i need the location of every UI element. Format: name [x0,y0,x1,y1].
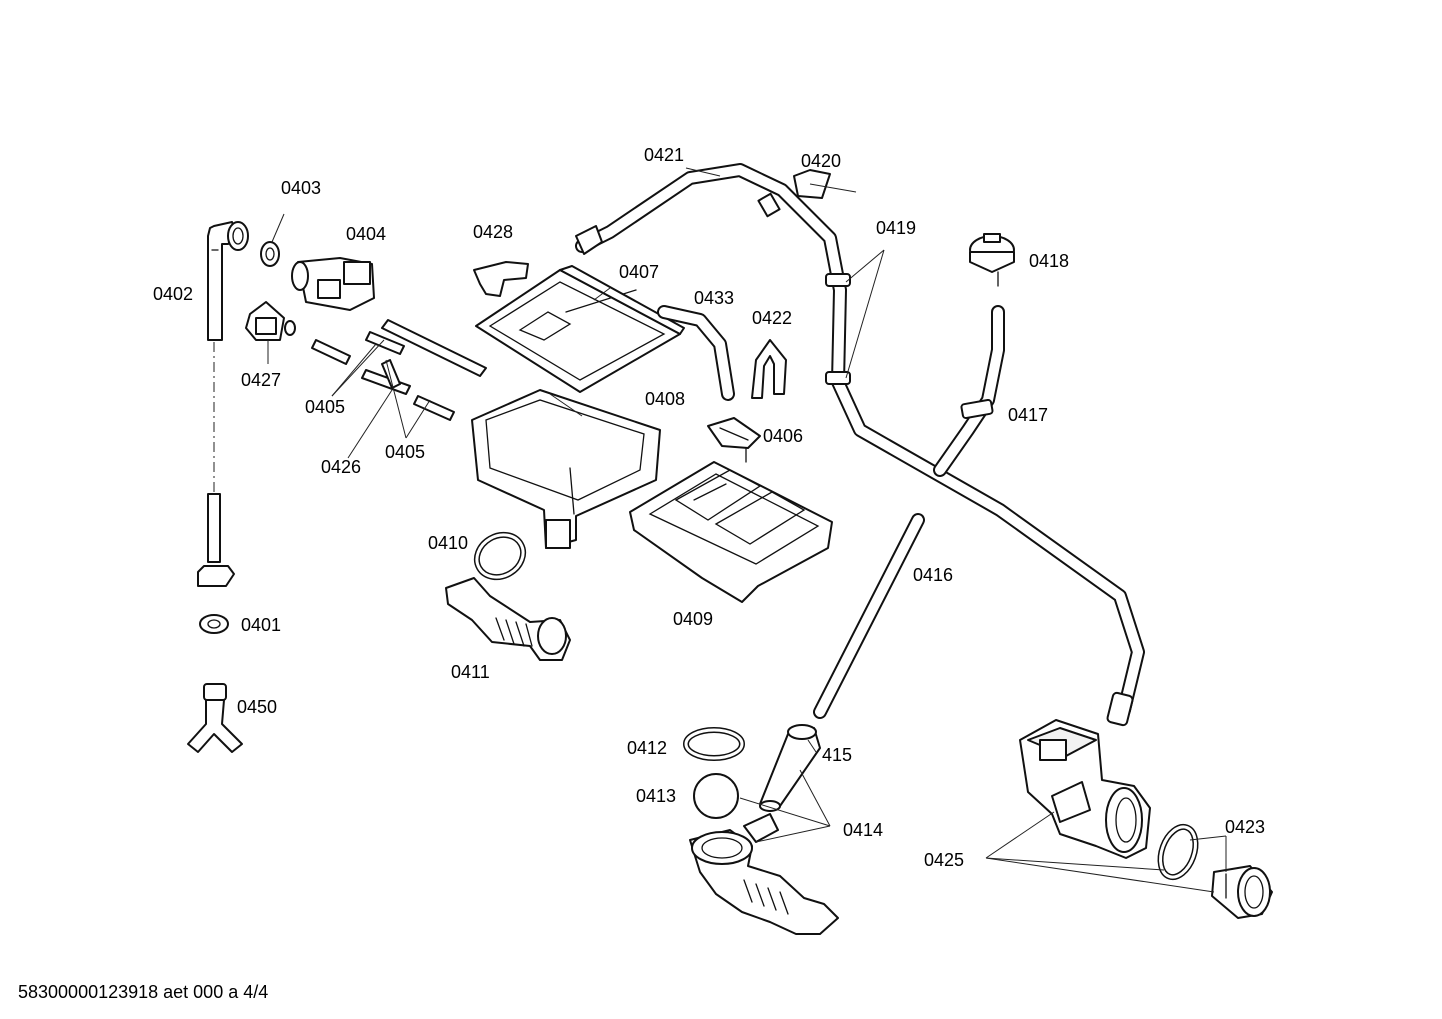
label-0406: 0406 [763,426,803,446]
part-0406-insert [707,417,761,463]
part-0409-detergent-drawer [629,461,833,603]
label-0402: 0402 [153,284,193,304]
label-0433: 0433 [694,288,734,308]
part-0403-seal [260,241,280,267]
part-0426-t-piece [361,359,411,395]
label-0420: 0420 [801,151,841,171]
label-0417: 0417 [1008,405,1048,425]
part-0419-hose-clips [825,273,851,385]
label-0413: 0413 [636,786,676,806]
part-0408-dispenser-housing [471,389,661,549]
part-0413-ball [693,773,739,819]
label-0423: 0423 [1225,817,1265,837]
part-0402-inlet-hose [197,221,249,587]
label-0426: 0426 [321,457,361,477]
part-0427-inlet-valve [245,301,296,341]
label-0409: 0409 [673,609,713,629]
label-0405-a: 0405 [305,397,345,417]
part-0428-clip [473,261,529,297]
part-0418-pressure-switch [969,233,1015,287]
part-0415-air-chamber [759,724,821,812]
label-0408: 0408 [645,389,685,409]
part-0401-washer [199,614,229,634]
label-415: 415 [822,745,852,765]
label-0427: 0427 [241,370,281,390]
part-0404-inlet-valve [291,257,375,311]
part-0425-filter [1211,865,1273,919]
part-0411-bellows-hose [445,577,571,661]
label-0450: 0450 [237,697,277,717]
label-0416: 0416 [913,565,953,585]
part-0412-ring [683,727,745,761]
part-labels: 0403 0404 0402 0427 0405 0426 0405 0428 … [153,145,1265,870]
part-0417-pressure-tube [933,305,1005,477]
label-0403: 0403 [281,178,321,198]
label-0419: 0419 [876,218,916,238]
label-0411: 0411 [451,662,490,682]
label-0405-b: 0405 [385,442,425,462]
label-0410: 0410 [428,533,468,553]
part-0450-y-connector [187,683,243,753]
part-0416-tube [813,513,925,719]
part-0420-hose-clamp [757,169,831,218]
label-0422: 0422 [752,308,792,328]
label-0407: 0407 [619,262,659,282]
label-0414: 0414 [843,820,883,840]
part-0410-seal-ring [473,531,527,581]
part-0423-seal-ring [1157,823,1199,881]
label-0425: 0425 [924,850,964,870]
part-0425-drain-pump [1019,719,1151,859]
part-0407-dispenser-cover [475,265,685,393]
part-0433-hose [657,305,735,401]
part-0405-connector-tubes [311,319,487,421]
document-reference-footer: 58300000123918 aet 000 a 4/4 [18,982,268,1002]
part-0414-sump-hose [689,813,839,935]
leader-lines [267,167,1227,893]
label-0418: 0418 [1029,251,1069,271]
part-0421-hose [575,163,1145,727]
label-0401: 0401 [241,615,281,635]
label-0404: 0404 [346,224,386,244]
label-0412: 0412 [627,738,667,758]
label-0421: 0421 [644,145,684,165]
part-0422-holder [751,339,787,399]
label-0428: 0428 [473,222,513,242]
